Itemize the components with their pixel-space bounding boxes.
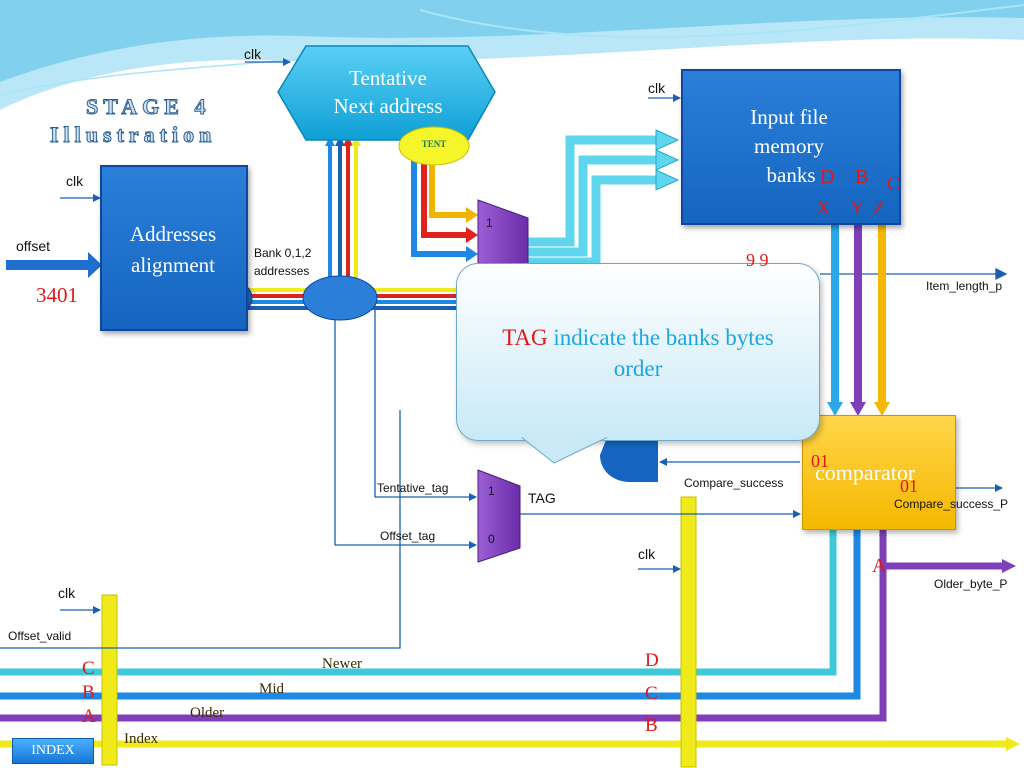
mux-input-arrowheads (466, 207, 478, 262)
header-swoosh (0, 0, 1024, 110)
item-length-label: Item_length_p (926, 279, 1003, 293)
bus-mid (0, 528, 861, 700)
tent-badge-label: TENT (421, 139, 447, 149)
slide-title-line2: Illustration (49, 122, 217, 148)
tag-output-label: TAG (528, 490, 556, 506)
bank-addresses-label-2: addresses (254, 264, 310, 278)
addresses-label-line2: alignment (131, 253, 215, 277)
bank-letter-x: X (816, 197, 831, 219)
riser-arrowheads (325, 136, 361, 146)
clk-label-tentative: clk (244, 46, 262, 62)
tentative-label-line2: Next address (333, 94, 443, 118)
address-mux-input-1: 1 (486, 216, 493, 230)
tent-badge (398, 126, 470, 166)
bus-older (0, 528, 1016, 722)
bus-left-b: B (82, 682, 95, 703)
clk-label-left: clk (58, 585, 76, 601)
offset-tag-label: Offset_tag (380, 529, 436, 543)
callout-pointer (518, 436, 612, 464)
tag-callout: TAG indicate the banks bytes order (456, 263, 820, 441)
tag-mux-input-0: 0 (488, 532, 495, 546)
input-file-arrowheads (655, 129, 680, 191)
index-button[interactable]: INDEX (12, 738, 94, 764)
callout-text-2: order (613, 356, 663, 381)
offset-valid-label: Offset_valid (8, 629, 72, 643)
clk-label-addresses: clk (66, 173, 84, 189)
bus-index (0, 737, 1020, 751)
red-mark-01-left: 01 (811, 451, 829, 471)
slide-title-line1: STAGE 4 (85, 94, 211, 120)
bus-label-index: Index (124, 731, 159, 747)
older-byte-label: Older_byte_P (934, 577, 1008, 591)
compare-success-p-label: Compare_success_P (894, 497, 1009, 511)
clk-label-mid: clk (638, 546, 656, 562)
bank-addresses-label-1: Bank 0,1,2 (254, 246, 312, 260)
bus-label-mid: Mid (259, 681, 285, 697)
bus-label-older: Older (190, 705, 225, 721)
bus-left-c: C (82, 658, 95, 679)
input-file-label-line3: banks (766, 163, 816, 187)
offset-label: offset (16, 238, 50, 254)
callout-text-1: indicate the banks bytes (547, 325, 774, 350)
red-mark-01-right: 01 (900, 476, 918, 496)
offset-value: 3401 (36, 283, 78, 307)
offset-input-arrow (6, 252, 102, 278)
input-file-label-line2: memory (754, 134, 824, 158)
bank-letter-b: B (855, 166, 869, 188)
bus-right-d: D (645, 650, 659, 671)
tentative-block-label: Tentative Next address (300, 64, 476, 120)
tag-mux-input-1: 1 (488, 484, 495, 498)
offset-valid-bar (101, 594, 118, 766)
mux-to-input-file-arrows (528, 135, 660, 267)
red-mark-99: 9 9 (746, 250, 769, 270)
addresses-label-line1: Addresses (129, 222, 217, 246)
tentative-tag-label: Tentative_tag (377, 481, 449, 495)
tentative-label-line1: Tentative (349, 66, 427, 90)
tentative-to-mux-wires (411, 150, 468, 257)
tentative-next-address-block (277, 45, 496, 141)
callout-tag-word: TAG (502, 325, 548, 350)
addresses-alignment-block: Addresses alignment (100, 165, 248, 331)
bus-left-a: A (82, 706, 96, 727)
latch-shape (600, 440, 658, 482)
bank-output-wires (831, 225, 886, 405)
bank-letter-d: D (820, 166, 835, 188)
comparator-input-arrowheads (827, 402, 890, 416)
comparator-block: comparator (802, 415, 956, 530)
bank-letter-c: C (887, 173, 901, 195)
input-file-memory-banks-block: Input file memory banks (681, 69, 901, 225)
clk-enable-bar (680, 496, 697, 768)
bus-right-c: C (645, 683, 658, 704)
red-mark-a: A (872, 555, 887, 577)
input-file-label-line1: Input file (750, 105, 828, 129)
compare-success-label: Compare_success (684, 476, 784, 490)
clk-label-input-file: clk (648, 80, 666, 96)
bank-letter-z: Z (873, 197, 886, 219)
comparator-label: comparator (815, 460, 916, 485)
bus-label-newer: Newer (322, 656, 362, 672)
tag-mux (477, 469, 521, 563)
bus-right-b: B (645, 715, 658, 736)
bank-letter-y: Y (850, 197, 865, 219)
control-wires (0, 58, 1008, 649)
bus-newer (0, 528, 837, 676)
